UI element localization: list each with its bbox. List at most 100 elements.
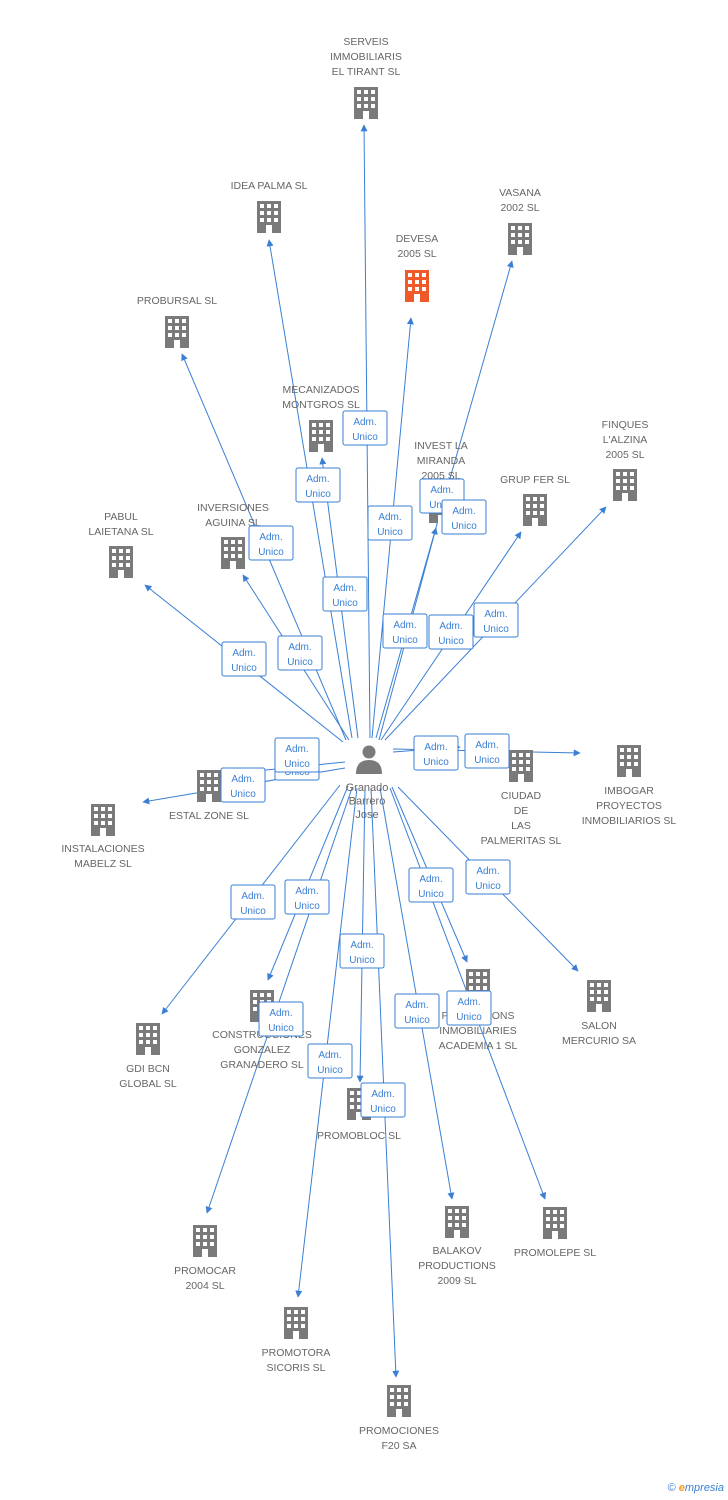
relation-badge-pabul[interactable]: Adm.Unico xyxy=(221,641,267,677)
relation-badge-extra-0[interactable]: Adm. Unico xyxy=(322,576,368,612)
relation-badge-text: Unico xyxy=(332,598,358,609)
company-label: GONZALEZ xyxy=(234,1044,291,1056)
relation-badge-text: Adm. xyxy=(393,620,416,631)
company-label: 2005 SL xyxy=(605,449,644,461)
relation-badge-text: Unico xyxy=(392,635,418,646)
relation-badge-box xyxy=(382,613,428,649)
relation-badge-text: Unico xyxy=(240,906,266,917)
company-label: INVEST LA xyxy=(414,440,468,452)
edge-sicoris xyxy=(295,787,358,1298)
relation-badge-box xyxy=(446,990,492,1026)
relation-badge-text: Unico xyxy=(294,901,320,912)
relation-badge-probursal[interactable]: Adm. Unico xyxy=(277,635,323,671)
relation-badge-box xyxy=(360,1082,406,1118)
relation-badge-box xyxy=(339,933,385,969)
relation-badge-promolepe[interactable]: Adm.Unico xyxy=(446,990,492,1026)
relation-badge-text: Unico xyxy=(423,757,449,768)
relation-badge-inversiones[interactable]: Adm.Unico xyxy=(248,525,294,561)
building-icon xyxy=(221,537,245,569)
relation-badge-instalaciones[interactable]: Adm.Unico xyxy=(220,767,266,803)
relation-badge-gdi[interactable]: Adm.Unico xyxy=(230,884,276,920)
relation-badge-text: Adm. xyxy=(288,642,311,653)
building-icon xyxy=(309,420,333,452)
person-name-line: Granado xyxy=(346,782,389,794)
building-icon xyxy=(284,1307,308,1339)
footer-credit[interactable]: © empresia xyxy=(668,1482,724,1494)
relation-badge-text: Unico xyxy=(287,657,313,668)
company-label: ACADEMIA 1 SL xyxy=(439,1040,518,1052)
company-label: BALAKOV xyxy=(432,1245,481,1257)
building-icon xyxy=(193,1225,217,1257)
building-icon xyxy=(509,750,533,782)
company-label: GDI BCN xyxy=(126,1063,170,1075)
relation-badge-imbogar[interactable]: Adm.Unico xyxy=(413,735,459,771)
relation-badge-promocions[interactable]: Adm.Unico xyxy=(408,867,454,903)
company-label: PALMERITAS SL xyxy=(481,835,562,847)
company-node-estal[interactable]: ESTAL ZONE SL xyxy=(169,770,249,822)
relation-badge-ciudad[interactable]: Adm.Unico xyxy=(464,733,510,769)
relation-badge-idea[interactable]: Adm.Unico xyxy=(295,467,341,503)
relation-badge-construcciones[interactable]: Adm. Unico xyxy=(284,879,330,915)
company-label: SERVEIS xyxy=(343,36,388,48)
company-label: INMOBILIARIES xyxy=(439,1025,517,1037)
relation-badge-finques[interactable]: Adm.Unico xyxy=(473,602,519,638)
relation-badge-f20[interactable]: Adm.Unico xyxy=(360,1082,406,1118)
company-node-promobloc[interactable]: PROMOBLOC SL xyxy=(317,1088,401,1142)
relation-badge-salon[interactable]: Adm.Unico xyxy=(465,859,511,895)
relation-badge-extra-2[interactable]: Adm.Unico xyxy=(441,499,487,535)
company-node-idea[interactable]: IDEA PALMA SL xyxy=(231,180,308,233)
building-icon xyxy=(387,1385,411,1417)
company-node-promolepe[interactable]: PROMOLEPE SL xyxy=(514,1207,596,1259)
relation-badge-text: Unico xyxy=(352,432,378,443)
company-label: IMMOBILIARIS xyxy=(330,51,402,63)
company-label: AGUINA SL xyxy=(205,517,261,529)
company-label: IMBOGAR xyxy=(604,785,654,797)
relation-badge-promobloc[interactable]: Adm.Unico xyxy=(339,933,385,969)
company-label: SALON xyxy=(581,1020,617,1032)
relation-badge-sicoris[interactable]: Adm.Unico xyxy=(307,1043,353,1079)
relation-badge-text: Unico xyxy=(268,1023,294,1034)
company-node-probursal[interactable]: PROBURSAL SL xyxy=(137,295,217,348)
relation-badge-box xyxy=(274,737,320,773)
relation-badge-promocar[interactable]: Adm.Unico xyxy=(258,1001,304,1037)
relation-badge-grupfer[interactable]: Adm.Unico xyxy=(428,614,474,650)
relation-badge-balakov[interactable]: Adm.Unico xyxy=(394,993,440,1029)
building-icon xyxy=(136,1023,160,1055)
relation-badge-text: Adm. xyxy=(430,485,453,496)
relation-badge-invest[interactable]: Adm. Unico xyxy=(382,613,428,649)
relation-badge-devesa[interactable]: Adm.Unico xyxy=(367,505,413,541)
brand-logo-e: e xyxy=(678,1482,685,1494)
company-node-grupfer[interactable]: GRUP FER SL xyxy=(500,474,570,526)
brand-logo-text: mpresia xyxy=(684,1482,724,1494)
relation-badge-text: Adm. xyxy=(353,417,376,428)
relation-badge-text: Unico xyxy=(483,624,509,635)
relation-badge-text: Adm. xyxy=(350,940,373,951)
relation-badge-mecanizados[interactable]: Adm. Unico xyxy=(342,410,388,446)
building-icon xyxy=(508,223,532,255)
company-label: LAS xyxy=(511,820,531,832)
building-icon xyxy=(354,87,378,119)
relation-badge-text: Adm. xyxy=(295,886,318,897)
company-label: PROMOCAR xyxy=(174,1265,236,1277)
relation-badge-text: Adm. xyxy=(333,583,356,594)
relation-badge-extra-1[interactable]: Adm.Unico xyxy=(274,737,320,773)
